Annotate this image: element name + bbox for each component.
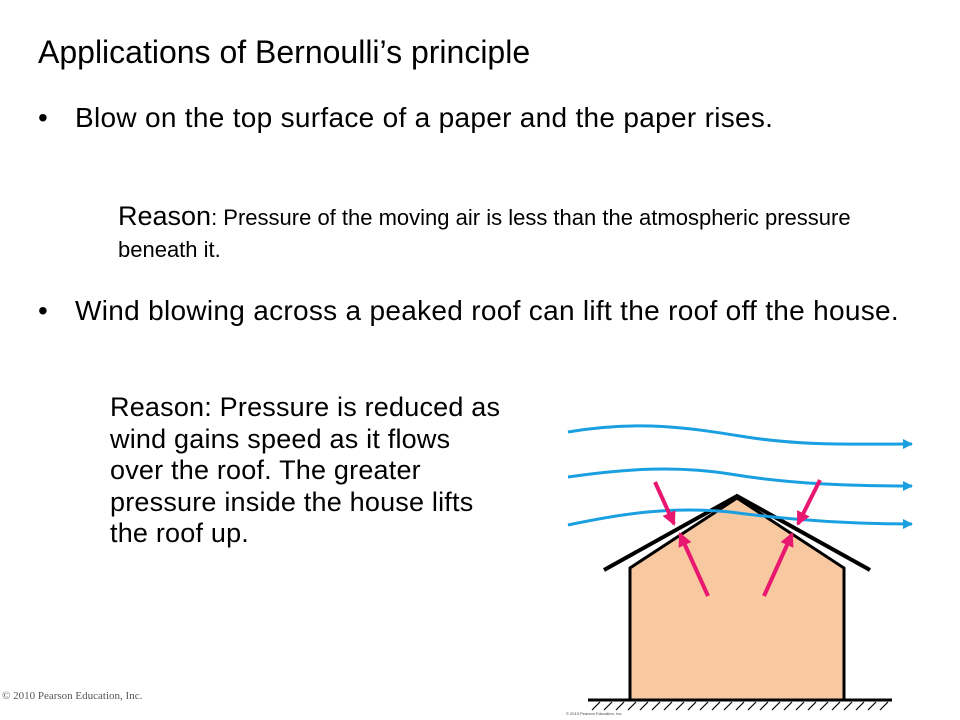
force-arrow-outside-left bbox=[653, 481, 676, 526]
bullet-dot: • bbox=[38, 295, 49, 326]
force-arrow-outside-right bbox=[796, 479, 822, 526]
bullet-roof-lift: • Wind blowing across a peaked roof can … bbox=[38, 294, 928, 327]
force-arrow-inside-left bbox=[678, 532, 710, 597]
wind-streamline bbox=[567, 467, 913, 491]
wind-streamline bbox=[567, 508, 913, 529]
ground-hatching bbox=[591, 701, 889, 711]
wind-streamline bbox=[567, 424, 913, 450]
reason-roof: Reason: Pressure is reduced as wind gain… bbox=[110, 392, 501, 548]
reason-lead: Reason bbox=[118, 201, 212, 231]
bullet-paper-rises: • Blow on the top surface of a paper and… bbox=[38, 94, 918, 142]
slide-title: Applications of Bernoulli’s principle bbox=[38, 34, 531, 70]
roof bbox=[603, 493, 871, 572]
bullet-text: Wind blowing across a peaked roof can li… bbox=[75, 295, 899, 326]
bullet-text: Blow on the top surface of a paper and t… bbox=[75, 102, 774, 133]
reason-text: : Pressure of the moving air is less tha… bbox=[118, 205, 851, 262]
house-walls bbox=[628, 496, 846, 702]
bullet-dot: • bbox=[38, 102, 49, 133]
force-arrow-inside-right bbox=[762, 532, 794, 597]
figure-credit: © 2010 Pearson Education, Inc. bbox=[566, 711, 623, 716]
reason-paper: Reason: Pressure of the moving air is le… bbox=[118, 200, 898, 266]
house-wind-diagram bbox=[567, 424, 913, 711]
copyright-notice: © 2010 Pearson Education, Inc. bbox=[2, 690, 143, 702]
